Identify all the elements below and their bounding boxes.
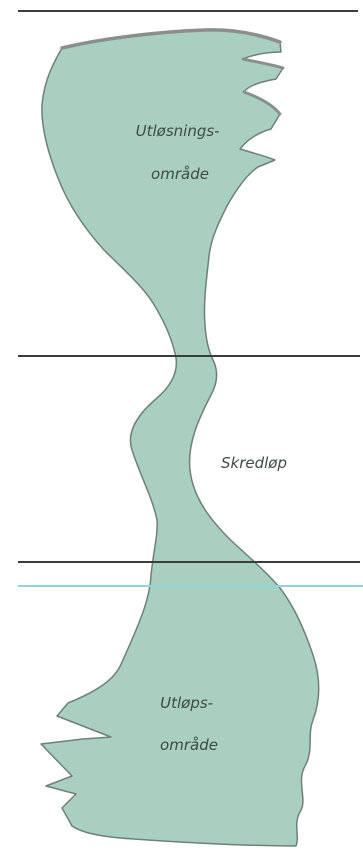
track-zone-label-line-1: Skredløp	[221, 454, 287, 472]
avalanche-path-shape	[41, 30, 319, 846]
runout-zone-label-line-2: område	[160, 736, 218, 754]
release-zone-label-line-1: Utløsnings-	[136, 122, 220, 140]
track-zone-label: Skredløp	[221, 454, 287, 472]
release-zone-label-line-2: område	[151, 165, 209, 183]
runout-zone-label-line-1: Utløps-	[160, 694, 213, 712]
